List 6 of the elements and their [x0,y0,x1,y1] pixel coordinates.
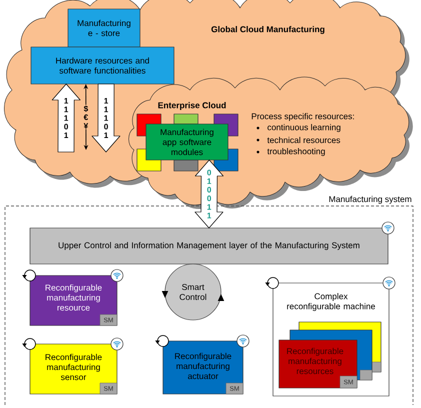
box: Upper Control and Information Management layer of the Manufacturing System [30,228,388,264]
box: Hardware resources and software functionalities [30,46,174,84]
square [174,114,198,124]
square [174,160,198,172]
box: Manufacturing app software modules [146,124,228,160]
box: Manufacturing e - store [68,8,140,48]
